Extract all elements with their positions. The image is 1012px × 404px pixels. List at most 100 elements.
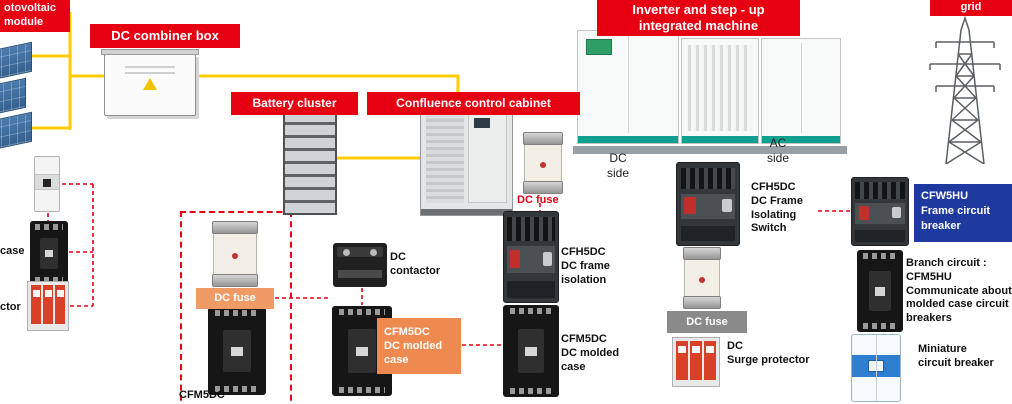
- case-text-fragment: case: [0, 245, 25, 257]
- breaker-terminals: [509, 308, 553, 314]
- breaker-terminals: [862, 253, 898, 259]
- cfm5dc-molded-case-note: CFM5DC DC molded case: [561, 333, 620, 373]
- dc-combiner-box-label: DC combiner box: [90, 24, 240, 48]
- fuse-indicator: [699, 276, 705, 283]
- fuse-indicator: [232, 252, 238, 259]
- frame-base: [680, 226, 736, 241]
- contactor-top: [337, 247, 383, 257]
- contactor-screw: [370, 249, 378, 256]
- mcb-toggle: [42, 178, 52, 188]
- contactor-screw: [342, 249, 350, 256]
- inverter-cabinet-3: [761, 38, 841, 144]
- surge-module: [704, 341, 716, 380]
- breaker-toggle: [875, 287, 885, 296]
- breaker-toggle: [44, 250, 53, 258]
- cabinet-seam: [801, 43, 802, 133]
- teal-trim: [682, 136, 758, 143]
- surge-module: [690, 341, 702, 380]
- combiner-line: [124, 71, 176, 74]
- surge-protector-icon: [672, 337, 720, 387]
- miniature-breaker-note: Miniature circuit breaker: [918, 343, 994, 369]
- combiner-roof: [101, 49, 199, 55]
- fuse-cap: [523, 181, 563, 194]
- mini-circuit-breaker-icon: [34, 156, 60, 212]
- grid-label: grid: [930, 0, 1012, 16]
- contactor-label-strip: [338, 270, 382, 279]
- surge-module: [43, 285, 53, 324]
- transmission-tower-icon: [929, 15, 1001, 164]
- frame-red-button: [858, 206, 869, 220]
- breaker-toggle: [230, 346, 244, 357]
- surge-module: [55, 285, 65, 324]
- dc-side-marker: DC side: [606, 151, 629, 180]
- surge-protector-icon: [27, 281, 69, 331]
- dc-surge-protector-note: DC Surge protector: [727, 340, 810, 366]
- dc-fuse-icon: [212, 221, 258, 287]
- solar-panel-icon: [0, 77, 26, 117]
- fuse-cap: [212, 221, 258, 234]
- breaker-terminals: [862, 323, 898, 329]
- battery-cluster-label: Battery cluster: [231, 92, 358, 115]
- confluence-cabinet-icon: [420, 106, 513, 216]
- surge-module: [31, 285, 41, 324]
- ac-side-marker: AC side: [766, 136, 789, 165]
- inverter-label: Inverter and step - up integrated machin…: [597, 0, 800, 36]
- breaker-terminals: [34, 224, 64, 230]
- cabinet-screen: [473, 117, 491, 128]
- teal-trim: [762, 136, 840, 143]
- mcb-toggle: [868, 360, 884, 372]
- molded-case-breaker-icon: [30, 221, 68, 286]
- breaker-face: [223, 329, 251, 373]
- breaker-terminals: [34, 277, 64, 283]
- frame-base: [855, 229, 905, 242]
- dc-fuse-group-outline: [180, 211, 292, 404]
- fuse-indicator: [540, 161, 546, 168]
- cabinet-vents: [688, 45, 752, 131]
- breaker-face: [347, 329, 377, 373]
- molded-case-breaker-icon: [857, 250, 903, 332]
- fuse-cap: [212, 274, 258, 287]
- inverter-machine-icon: [573, 28, 847, 154]
- miniature-circuit-breaker-icon: [851, 334, 901, 402]
- breaker-toggle: [355, 346, 369, 357]
- frame-slots: [855, 182, 905, 200]
- dc-fuse-icon: [523, 132, 563, 194]
- inverter-cabinet-1: [577, 30, 679, 144]
- breaker-terminals: [509, 388, 553, 394]
- solar-panel-icon: [0, 41, 32, 81]
- breaker-terminals: [214, 310, 260, 316]
- dc-fuse-gray-label: DC fuse: [667, 311, 747, 333]
- dc-combiner-box-icon: [101, 49, 199, 116]
- cfh5dc-isolating-switch-note: CFH5DC DC Frame Isolating Switch: [751, 181, 803, 235]
- surge-module: [676, 341, 688, 380]
- dc-contactor-icon: [333, 243, 387, 287]
- fuse-cap: [683, 296, 721, 309]
- molded-case-breaker-icon: [503, 305, 559, 397]
- breaker-terminals: [339, 309, 385, 315]
- cabinet-base: [421, 208, 512, 215]
- frame-circuit-breaker-icon: [676, 162, 740, 246]
- frame-red-button: [684, 197, 696, 214]
- frame-slots: [507, 217, 555, 241]
- dc-fuse-red-note: DC fuse: [517, 194, 559, 206]
- frame-knob: [542, 251, 552, 266]
- pv-module-label: otovoltaic module: [0, 0, 70, 32]
- dc-contactor-note: DC contactor: [390, 251, 441, 277]
- inverter-cabinet-2: [681, 38, 759, 144]
- cfh5dc-frame-isolation-note: CFH5DC DC frame isolation: [561, 246, 610, 286]
- molded-case-breaker-icon: [208, 307, 266, 395]
- breaker-terminals: [214, 386, 260, 392]
- cabinet-seam: [628, 35, 629, 133]
- breaker-face: [39, 237, 59, 270]
- frame-knob: [892, 207, 902, 219]
- dc-fuse-icon: [683, 247, 721, 309]
- inverter-base: [573, 146, 847, 154]
- dc-fuse-label: DC fuse: [196, 288, 274, 309]
- warning-triangle-icon: [143, 77, 157, 90]
- fuse-cap: [523, 132, 563, 145]
- breaker-face: [517, 328, 545, 374]
- frame-circuit-breaker-icon: [503, 211, 559, 303]
- confluence-cabinet-label: Confluence control cabinet: [367, 92, 580, 115]
- mcb-seam: [876, 335, 877, 401]
